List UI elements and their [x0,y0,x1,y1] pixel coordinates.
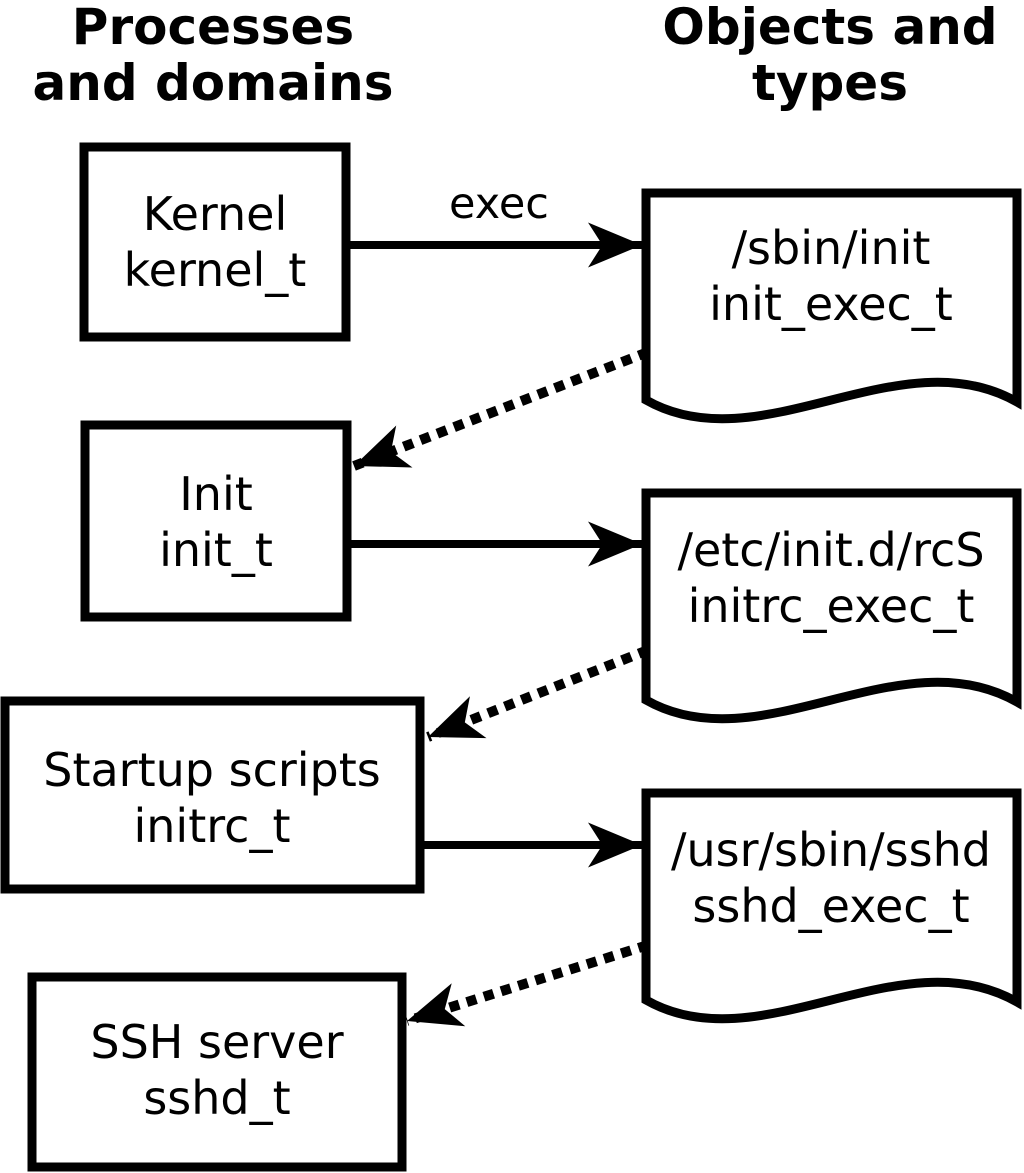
init-name: Init [179,467,253,521]
kernel-box [79,142,351,342]
kernel-domain: kernel_t [124,243,307,297]
processes-header-line2: and domains [32,54,393,112]
process-node-ssh-server: SSH server sshd_t [27,972,407,1172]
column-header-objects: Objects and types [662,0,997,112]
sbin-init-document [641,188,1022,424]
object-node-usr-sbin-sshd: /usr/sbin/sshd sshd_exec_t [641,788,1022,1024]
object-node-etc-initd-rcs: /etc/init.d/rcS initrc_exec_t [641,488,1022,724]
objects-header-line2: types [752,54,908,112]
process-node-init: Init init_t [80,420,352,622]
process-node-startup-scripts: Startup scripts initrc_t [0,696,425,894]
etc-initd-rcs-type: initrc_exec_t [688,579,975,633]
usr-sbin-sshd-type: sshd_exec_t [692,879,969,933]
init-box [80,420,352,622]
etc-initd-rcs-document [641,488,1022,724]
usr-sbin-sshd-path: /usr/sbin/sshd [671,823,991,877]
processes-header-line1: Processes [72,0,354,56]
exec-arrow-label: exec [449,179,549,229]
kernel-name: Kernel [143,187,288,241]
ssh-server-domain: sshd_t [143,1071,290,1125]
sbin-init-path: /sbin/init [732,221,931,275]
transition-arrow-sbin-init-to-init-t [352,347,650,471]
object-node-sbin-init: /sbin/init init_exec_t [641,188,1022,424]
column-header-processes: Processes and domains [32,0,393,112]
etc-initd-rcs-path: /etc/init.d/rcS [677,523,984,577]
transition-arrow-rcs-to-initrc-t [426,645,650,742]
ssh-server-name: SSH server [90,1015,343,1069]
startup-scripts-name: Startup scripts [43,743,381,797]
startup-scripts-domain: initrc_t [134,799,291,853]
init-domain: init_t [159,523,273,577]
ssh-server-box [27,972,407,1172]
transition-arrow-sshd-to-sshd-t [405,940,650,1027]
usr-sbin-sshd-document [641,788,1022,1024]
startup-scripts-box [0,696,425,894]
sbin-init-type: init_exec_t [709,277,953,331]
process-node-kernel: Kernel kernel_t [79,142,351,342]
objects-header-line1: Objects and [662,0,997,56]
